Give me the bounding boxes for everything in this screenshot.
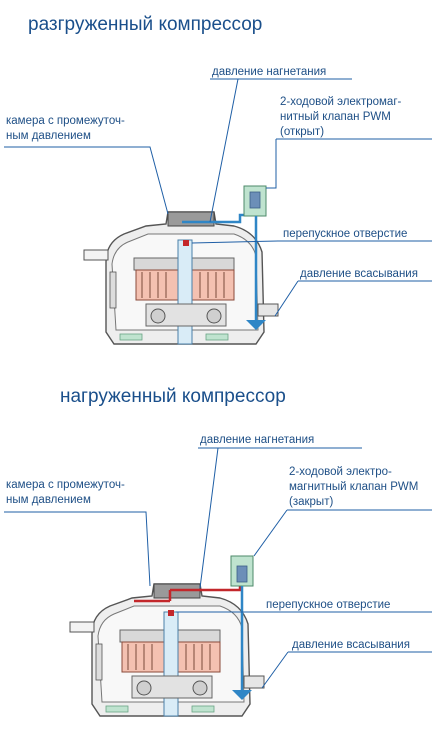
bottom-label-valve-3: (закрыт) (289, 496, 333, 508)
top-label-discharge: давление нагнетания (212, 66, 326, 78)
top-label-valve-3: (открыт) (280, 126, 324, 138)
bottom-discharge-line (134, 586, 242, 603)
bottom-panel: нагруженный компрессор давление нагнетан… (4, 386, 432, 717)
top-bypass-leader (191, 240, 432, 244)
top-label-chamber-1: камера с промежуточ- (6, 115, 125, 127)
top-panel: разгруженный компрессор давление нагнета… (4, 14, 432, 345)
bottom-solenoid-core (236, 565, 248, 583)
top-chamber-leader (4, 146, 169, 215)
top-label-bypass: перепускное отверстие (283, 228, 407, 240)
top-solenoid-core (249, 191, 261, 209)
bottom-label-suction: давление всасывания (292, 639, 410, 651)
top-discharge-leader (209, 78, 352, 223)
bottom-discharge-leader (198, 447, 362, 589)
top-label-valve-1: 2-ходовой электромаг- (280, 96, 402, 108)
bottom-bypass-hole (168, 610, 174, 616)
bottom-compressor-drawing (69, 583, 265, 717)
top-label-valve-2: нитный клапан PWM (280, 111, 391, 123)
bottom-label-bypass: перепускное отверстие (266, 599, 390, 611)
top-valve-leader (266, 138, 432, 189)
top-bypass-hole (183, 240, 189, 246)
top-suction-port-icon (246, 320, 266, 330)
top-label-suction: давление всасывания (300, 268, 418, 280)
bottom-title: нагруженный компрессор (60, 386, 286, 407)
top-suction-leader (274, 280, 432, 317)
bottom-chamber-leader (4, 511, 151, 587)
bottom-valve-leader (253, 509, 432, 557)
bottom-label-chamber-2: ным давлением (6, 494, 91, 506)
bottom-suction-leader (261, 651, 432, 689)
bottom-label-valve-1: 2-ходовой электро- (289, 466, 392, 478)
bottom-label-discharge: давление нагнетания (200, 434, 314, 446)
top-label-chamber-2: ным давлением (6, 130, 91, 142)
bottom-suction-port-icon (232, 690, 252, 700)
top-title: разгруженный компрессор (28, 14, 262, 35)
bottom-label-chamber-1: камера с промежуточ- (6, 479, 125, 491)
top-compressor-drawing (83, 211, 279, 345)
bottom-label-valve-2: магнитный клапан PWM (289, 481, 418, 493)
